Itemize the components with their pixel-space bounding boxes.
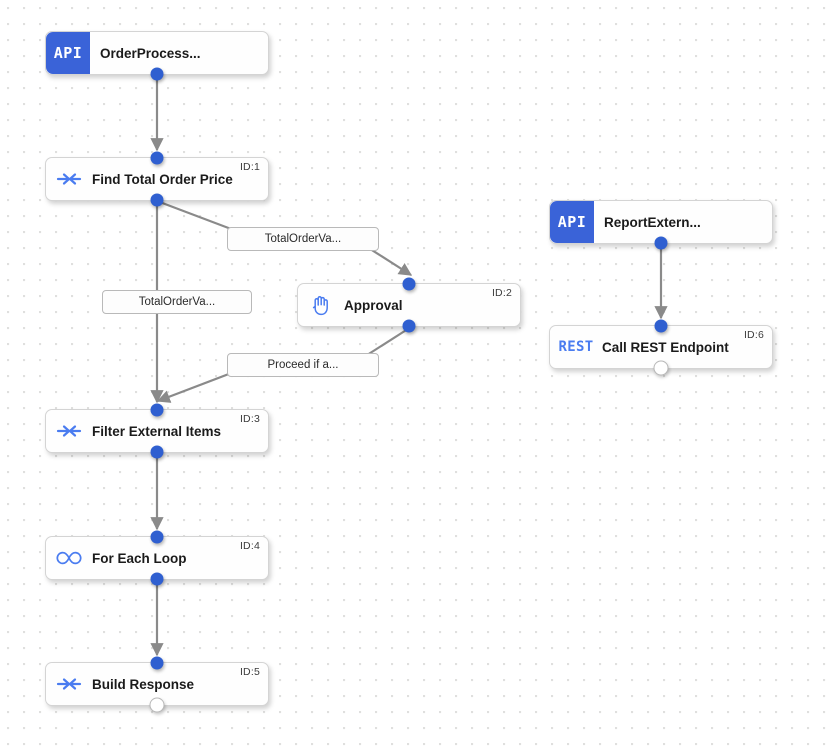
- output-port[interactable]: [653, 360, 669, 376]
- input-port[interactable]: [654, 319, 668, 333]
- node-find-total-order-price[interactable]: Find Total Order Price ID:1: [45, 151, 269, 207]
- node-label: Approval: [344, 297, 403, 313]
- node-order-process[interactable]: API OrderProcess...: [45, 31, 269, 81]
- node-id-label: ID:6: [743, 329, 764, 341]
- output-port[interactable]: [150, 445, 164, 459]
- node-build-response[interactable]: Build Response ID:5: [45, 656, 269, 713]
- node-id-label: ID:5: [239, 666, 260, 678]
- transform-arrows-icon: [46, 423, 92, 439]
- node-call-rest-endpoint[interactable]: REST Call REST Endpoint ID:6: [549, 319, 773, 376]
- edge-label-total-order-value-lower[interactable]: TotalOrderVa...: [102, 290, 252, 314]
- transform-arrows-icon: [46, 171, 92, 187]
- edge-label-proceed-if-approved[interactable]: Proceed if a...: [227, 353, 379, 377]
- node-for-each-loop[interactable]: For Each Loop ID:4: [45, 530, 269, 586]
- node-id-label: ID:3: [239, 413, 260, 425]
- node-id-label: ID:4: [239, 540, 260, 552]
- output-port[interactable]: [150, 67, 164, 81]
- node-label: ReportExtern...: [604, 214, 701, 230]
- transform-arrows-icon: [46, 676, 92, 692]
- output-port[interactable]: [150, 193, 164, 207]
- infinity-loop-icon: [46, 550, 92, 566]
- hand-icon: [298, 294, 344, 316]
- node-id-label: ID:1: [239, 161, 260, 173]
- output-port[interactable]: [149, 697, 165, 713]
- input-port[interactable]: [150, 403, 164, 417]
- rest-badge-icon: REST: [558, 339, 594, 355]
- input-port[interactable]: [150, 151, 164, 165]
- output-port[interactable]: [654, 236, 668, 250]
- node-label: Find Total Order Price: [92, 171, 233, 187]
- node-filter-external-items[interactable]: Filter External Items ID:3: [45, 403, 269, 459]
- output-port[interactable]: [150, 572, 164, 586]
- api-badge-icon: API: [550, 201, 594, 243]
- edge-label-total-order-value-upper[interactable]: TotalOrderVa...: [227, 227, 379, 251]
- node-id-label: ID:2: [491, 287, 512, 299]
- node-label: Call REST Endpoint: [602, 339, 729, 355]
- api-badge-icon: API: [46, 32, 90, 74]
- node-report-extern[interactable]: API ReportExtern...: [549, 200, 773, 250]
- output-port[interactable]: [402, 319, 416, 333]
- node-label: Build Response: [92, 676, 195, 692]
- node-label: Filter External Items: [92, 423, 222, 439]
- input-port[interactable]: [150, 656, 164, 670]
- input-port[interactable]: [402, 277, 416, 291]
- input-port[interactable]: [150, 530, 164, 544]
- node-label: OrderProcess...: [100, 45, 201, 61]
- node-label: For Each Loop: [92, 550, 187, 566]
- node-approval[interactable]: Approval ID:2: [297, 277, 521, 333]
